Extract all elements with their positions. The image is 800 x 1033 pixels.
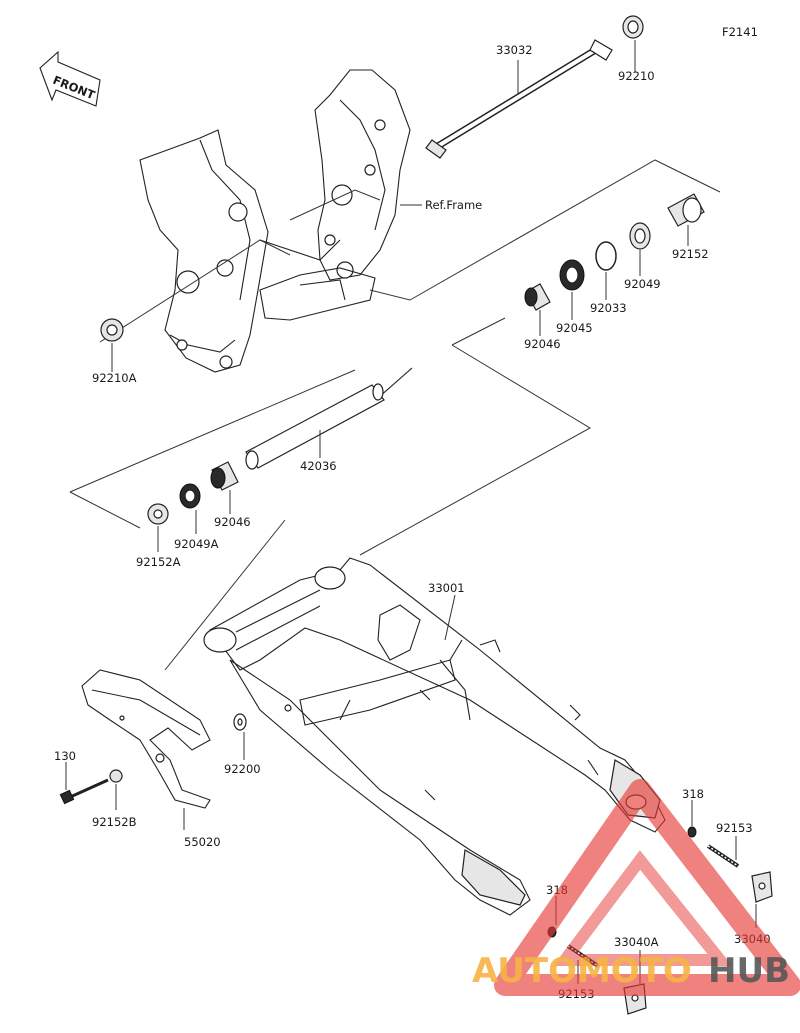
label-92200: 92200 — [224, 762, 261, 776]
oil-seal-92049 — [629, 222, 651, 250]
label-33032: 33032 — [496, 43, 533, 57]
frame-bracket-right — [259, 69, 411, 321]
adjuster-block-33040 — [751, 871, 773, 903]
collar-92152b — [109, 769, 123, 783]
frame-bracket-left — [139, 129, 341, 373]
label-42036: 42036 — [300, 459, 337, 473]
label-92153-right: 92153 — [716, 821, 753, 835]
needle-bearing-92046-bot — [210, 461, 239, 491]
label-92152b: 92152B — [92, 815, 137, 829]
nut-318-right — [687, 826, 697, 838]
label-33001: 33001 — [428, 581, 465, 595]
bolt-130 — [59, 778, 109, 805]
label-92046-top: 92046 — [524, 337, 561, 351]
label-130: 130 — [54, 749, 76, 763]
nut-92210a — [100, 318, 124, 342]
label-92210a: 92210A — [92, 371, 137, 385]
label-92045: 92045 — [556, 321, 593, 335]
label-92049: 92049 — [624, 277, 661, 291]
nut-92210 — [622, 15, 644, 39]
needle-bearing-92046-top — [524, 283, 551, 311]
label-55020: 55020 — [184, 835, 221, 849]
bearing-92045 — [559, 259, 585, 291]
circlip-92033 — [595, 241, 617, 271]
pivot-sleeve-42036 — [245, 383, 385, 470]
logo-text-part2: HUB — [708, 951, 790, 991]
chain-guard-55020 — [81, 669, 211, 809]
washer-92200 — [233, 713, 247, 731]
oil-seal-92049a — [179, 483, 201, 509]
logo-text-part1: AUTOMOTO — [472, 951, 692, 991]
label-92046-bot: 92046 — [214, 515, 251, 529]
bolt-92153-right — [706, 844, 740, 868]
ref-frame-label: Ref.Frame — [425, 198, 482, 212]
label-92033: 92033 — [590, 301, 627, 315]
diagram-code: F2141 — [722, 25, 758, 39]
automotohub-logo: AUTOMOTO HUB — [472, 779, 800, 996]
label-92210: 92210 — [618, 69, 655, 83]
front-arrow-icon: FRONT — [39, 50, 101, 107]
pivot-shaft — [425, 39, 613, 159]
label-318-right: 318 — [682, 787, 704, 801]
label-92152: 92152 — [672, 247, 709, 261]
arrow-indicator-icon — [377, 367, 413, 399]
dust-seal-92152 — [667, 193, 705, 227]
dust-seal-92152a — [147, 503, 169, 525]
label-92152a: 92152A — [136, 555, 181, 569]
label-92049a: 92049A — [174, 537, 219, 551]
label-33040a: 33040A — [614, 935, 659, 949]
front-label: FRONT — [51, 73, 97, 103]
